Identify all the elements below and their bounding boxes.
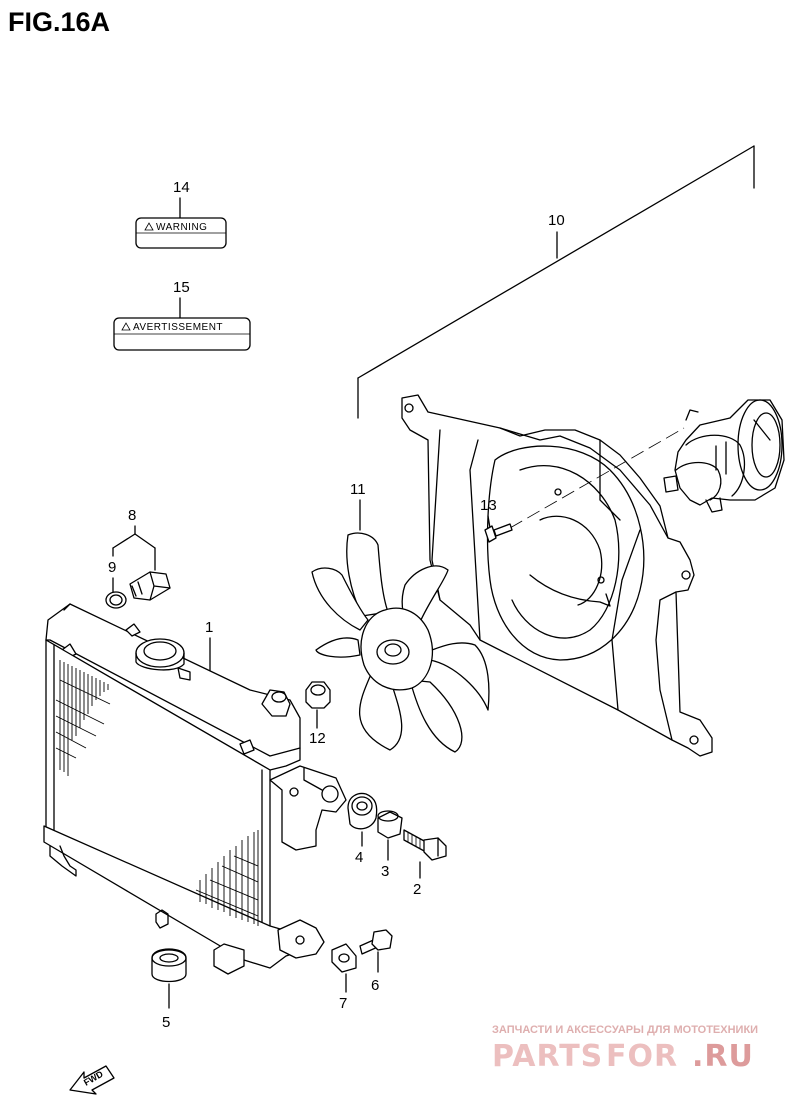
part-11-fan-blade: 11	[311, 481, 490, 753]
part-1-radiator: 1	[43, 603, 347, 975]
callout-10: 10	[548, 212, 565, 229]
part-13-screw: 13	[480, 497, 513, 543]
part-2-bolt: 2	[403, 829, 447, 898]
part-10-bracket: 10	[357, 145, 755, 419]
callout-13: 13	[480, 497, 497, 514]
callout-14: 14	[173, 179, 190, 196]
part-4-grommet: 4	[347, 792, 378, 866]
fwd-arrow-icon: FWD	[69, 1065, 115, 1095]
fan-motor	[663, 399, 785, 513]
watermark-brand-for: FOR	[606, 1039, 678, 1074]
avertissement-label-text: AVERTISSEMENT	[133, 322, 223, 333]
part-14-warning-label: 14 WARNING	[135, 179, 227, 249]
avertissement-triangle-icon	[121, 322, 131, 331]
callout-7: 7	[339, 995, 347, 1012]
radiator-core-fins	[55, 660, 259, 926]
figure-title: FIG.16A	[8, 7, 110, 37]
part-3-collar: 3	[377, 810, 403, 880]
part-5-mount: 5	[151, 948, 187, 1031]
callout-11: 11	[350, 481, 366, 498]
callout-12: 12	[309, 730, 326, 747]
callout-8: 8	[128, 507, 136, 524]
watermark-brand-parts: PARTS	[492, 1039, 603, 1074]
callout-9: 9	[108, 559, 116, 576]
callout-5: 5	[162, 1014, 170, 1031]
warning-label-text: WARNING	[156, 222, 207, 233]
fan-shroud	[401, 394, 713, 757]
part-12-nut: 12	[305, 681, 331, 747]
watermark-brand-ru: .RU	[692, 1039, 754, 1074]
callout-4: 4	[355, 849, 363, 866]
part-6-bolt: 6	[359, 929, 393, 994]
callout-2: 2	[413, 881, 421, 898]
watermark: ЗАПЧАСТИ И АКСЕССУАРЫ ДЛЯ МОТОТЕХНИКИ PA…	[492, 1024, 758, 1074]
part-8-9-drain-plug: 8 9	[105, 507, 171, 609]
callout-3: 3	[381, 863, 389, 880]
callout-1: 1	[205, 619, 213, 636]
part-7-clip: 7	[331, 943, 357, 1012]
watermark-tagline: ЗАПЧАСТИ И АКСЕССУАРЫ ДЛЯ МОТОТЕХНИКИ	[492, 1024, 758, 1036]
callout-6: 6	[371, 977, 379, 994]
callout-15: 15	[173, 279, 190, 296]
part-15-avertissement-label: 15 AVERTISSEMENT	[113, 279, 251, 351]
warning-triangle-icon	[144, 222, 154, 231]
